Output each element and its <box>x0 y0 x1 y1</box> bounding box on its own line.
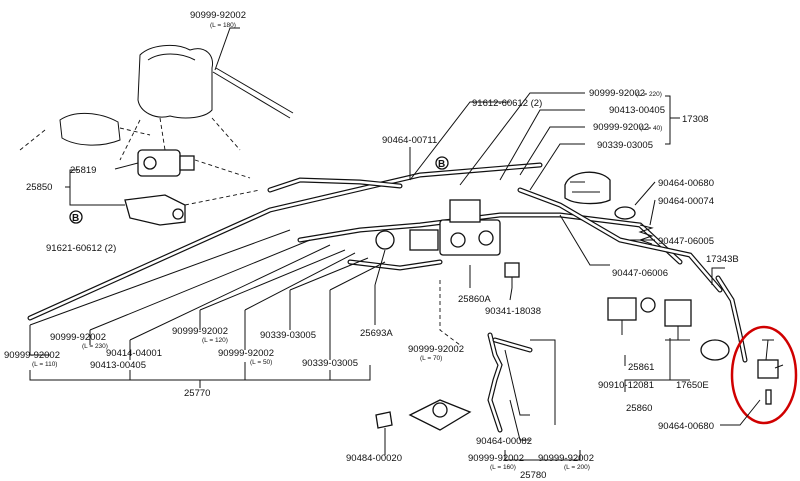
label-25780: 25780 <box>520 470 546 481</box>
hose-25780 <box>487 332 533 433</box>
label-25850: 25850 <box>26 182 52 193</box>
label-90999-92002-l110: 90999-92002 <box>4 350 60 361</box>
label-len-110: (L = 110) <box>32 361 57 368</box>
label-len-40: (L = 40) <box>640 125 662 132</box>
label-25819: 25819 <box>70 165 96 176</box>
b-marker-2-text: B <box>72 213 79 224</box>
label-90447-06006: 90447-06006 <box>612 268 668 279</box>
vsv-25819 <box>137 149 251 179</box>
label-90999-92002-l230: 90999-92002 <box>50 332 106 343</box>
clamp-90464-00680 <box>614 206 636 220</box>
label-90999-92002-l160: 90999-92002 <box>468 453 524 464</box>
b-marker-2: B <box>69 210 83 224</box>
engine-outline <box>19 44 294 161</box>
label-90464-00680-b: 90464-00680 <box>658 421 714 432</box>
label-25693A: 25693A <box>360 328 393 339</box>
label-90464-00680-a: 90464-00680 <box>658 178 714 189</box>
label-25860A: 25860A <box>458 294 491 305</box>
label-17650E: 17650E <box>676 380 709 391</box>
label-91621-60612: 91621-60612 (2) <box>46 243 116 254</box>
label-len-160: (L = 160) <box>490 464 516 471</box>
label-90910-12081: 90910-12081 <box>598 380 654 391</box>
label-90413-00405-r: 90413-00405 <box>609 105 665 116</box>
red-highlight-circle <box>730 325 798 425</box>
label-len-70: (L = 70) <box>420 355 442 362</box>
label-90999-92002-r2: 90999-92002 <box>593 122 649 133</box>
b-marker-1-text: B <box>438 159 445 170</box>
label-90464-00074: 90464-00074 <box>658 196 714 207</box>
label-90464-00711: 90464-00711 <box>382 135 437 146</box>
b-marker-1: B <box>435 156 449 170</box>
label-90999-92002-r1: 90999-92002 <box>589 88 645 99</box>
label-len-200: (L = 200) <box>564 464 590 471</box>
label-17343B: 17343B <box>706 254 739 265</box>
label-90339-03005-m: 90339-03005 <box>260 330 316 341</box>
spring-90464-00074 <box>638 224 654 245</box>
label-90414-04001: 90414-04001 <box>106 348 162 359</box>
label-len-50: (L = 50) <box>250 359 272 366</box>
label-25770: 25770 <box>184 388 210 399</box>
label-25861: 25861 <box>628 362 654 373</box>
label-90339-03005-r: 90339-03005 <box>597 140 653 151</box>
clip-90484-00020 <box>375 411 393 429</box>
label-90341-18038: 90341-18038 <box>485 306 541 317</box>
label-17308: 17308 <box>682 114 708 125</box>
label-len-180: (L = 180) <box>210 22 236 29</box>
label-90447-06005: 90447-06005 <box>658 236 714 247</box>
label-len-120: (L = 120) <box>202 337 228 344</box>
leader-lines <box>29 27 761 461</box>
hose-17650E <box>700 275 748 363</box>
vsv-cluster-25860A <box>375 199 520 288</box>
label-len-230: (L = 230) <box>82 343 108 350</box>
part-labels: 90999-92002 (L = 180) 91612-60612 (2) 90… <box>4 10 739 481</box>
check-valve-highlighted <box>757 339 784 405</box>
vsv-25861 <box>607 297 656 335</box>
label-90339-03005-b: 90339-03005 <box>302 358 358 369</box>
label-90999-92002-l120: 90999-92002 <box>172 326 228 337</box>
canister-top <box>564 171 611 205</box>
label-90999-92002-l50: 90999-92002 <box>218 348 274 359</box>
vsv-bracket-25850 <box>124 189 261 226</box>
label-90464-00082: 90464-00082 <box>476 436 532 447</box>
label-90999-92002-l200: 90999-92002 <box>538 453 594 464</box>
label-90999-92002-l70: 90999-92002 <box>408 344 464 355</box>
label-90484-00020: 90484-00020 <box>346 453 402 464</box>
main-hoses <box>27 162 723 321</box>
label-25860: 25860 <box>626 403 652 414</box>
label-90999-92002-top: 90999-92002 <box>190 10 246 21</box>
label-90413-00405-b: 90413-00405 <box>90 360 146 371</box>
diaphragm-actuator <box>408 399 472 431</box>
label-91612-60612: 91612-60612 (2) <box>472 98 542 109</box>
label-len-220: (L = 220) <box>636 91 662 98</box>
vsv-25860 <box>664 299 692 341</box>
